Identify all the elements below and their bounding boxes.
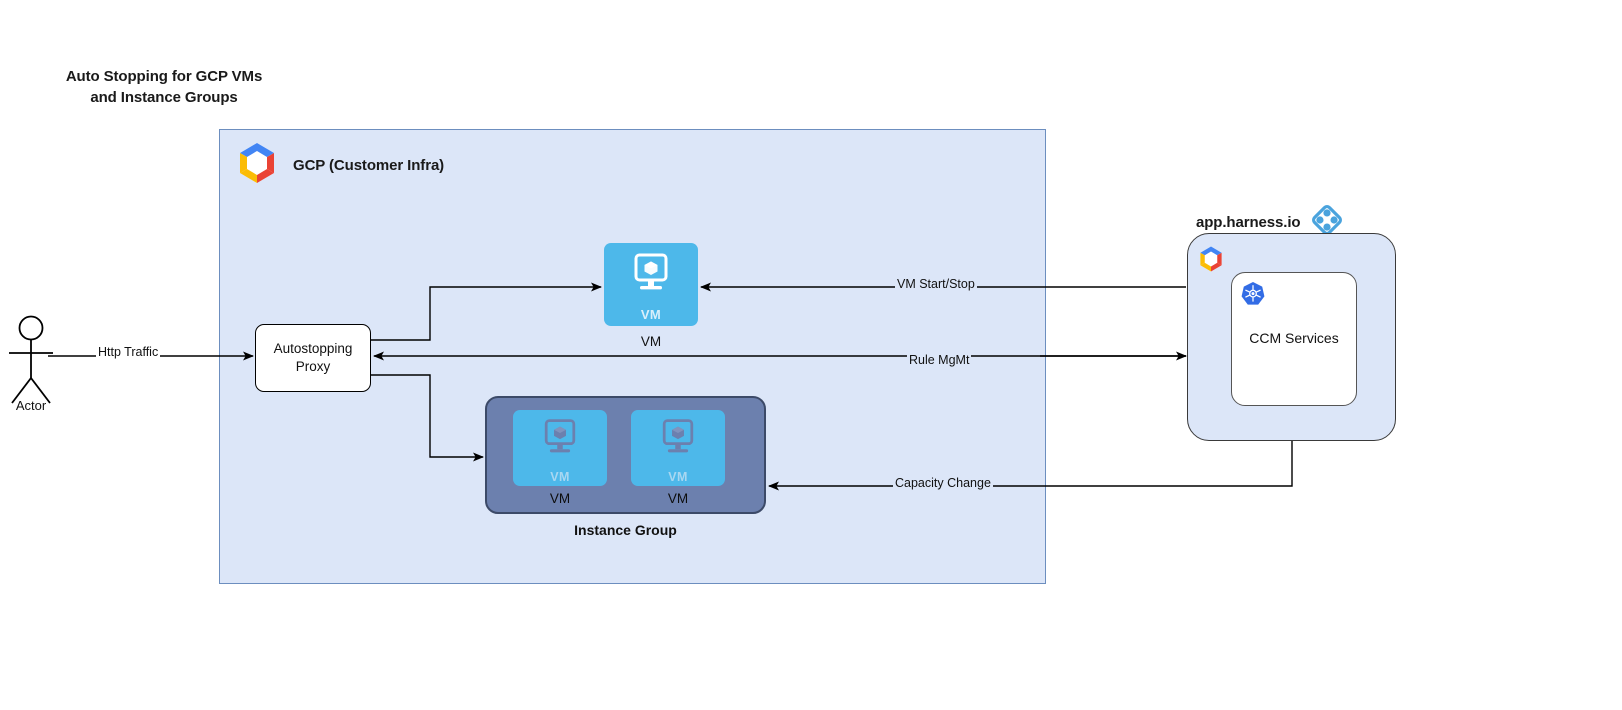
instance-group-vm-1[interactable]: VM (513, 410, 607, 486)
vm-caption: VM (640, 334, 662, 349)
vm-node[interactable]: VM (604, 243, 698, 326)
vm-monitor-cube-icon (625, 251, 677, 306)
vm-monitor-cube-icon (654, 417, 702, 468)
instance-group-container[interactable]: VM VM VM VM (485, 396, 766, 514)
instance-group-vm-2[interactable]: VM (631, 410, 725, 486)
vm-inner-label: VM (550, 470, 570, 484)
gcp-container-header: GCP (Customer Infra) (233, 141, 444, 190)
edge-label-rule-mgmt: Rule MgMt (907, 353, 972, 367)
harness-header: app.harness.io (1196, 205, 1343, 240)
ccm-services-label: CCM Services (1249, 330, 1339, 346)
harness-url-label: app.harness.io (1196, 214, 1301, 231)
page-title: Auto Stopping for GCP VMs and Instance G… (65, 68, 263, 106)
autostopping-proxy-node[interactable]: Autostopping Proxy (255, 324, 371, 392)
edge-harness-to-instance-group (768, 441, 1293, 491)
actor-figure (0, 315, 62, 415)
edge-label-capacity-change: Capacity Change (893, 476, 993, 490)
actor-label: Actor (15, 398, 47, 413)
edge-proxy-to-vm (371, 282, 602, 341)
edge-proxy-to-instance-group (371, 374, 484, 462)
instance-group-vm-1-caption: VM (549, 491, 571, 506)
edge-label-vm-start-stop: VM Start/Stop (895, 277, 977, 291)
edge-label-http-traffic: Http Traffic (96, 345, 161, 359)
harness-diamond-logo-icon (1312, 205, 1343, 240)
instance-group-vm-2-caption: VM (667, 491, 689, 506)
vm-monitor-cube-icon (536, 417, 584, 468)
autostopping-proxy-label: Autostopping Proxy (273, 341, 353, 374)
gcp-hexagon-icon (1196, 245, 1226, 278)
gcp-hexagon-icon (233, 141, 281, 190)
vm-inner-label: VM (668, 470, 688, 484)
kubernetes-helm-icon (1240, 281, 1266, 312)
vm-inner-label: VM (640, 307, 662, 322)
gcp-container-label: GCP (Customer Infra) (293, 157, 445, 174)
instance-group-caption: Instance Group (574, 522, 677, 538)
